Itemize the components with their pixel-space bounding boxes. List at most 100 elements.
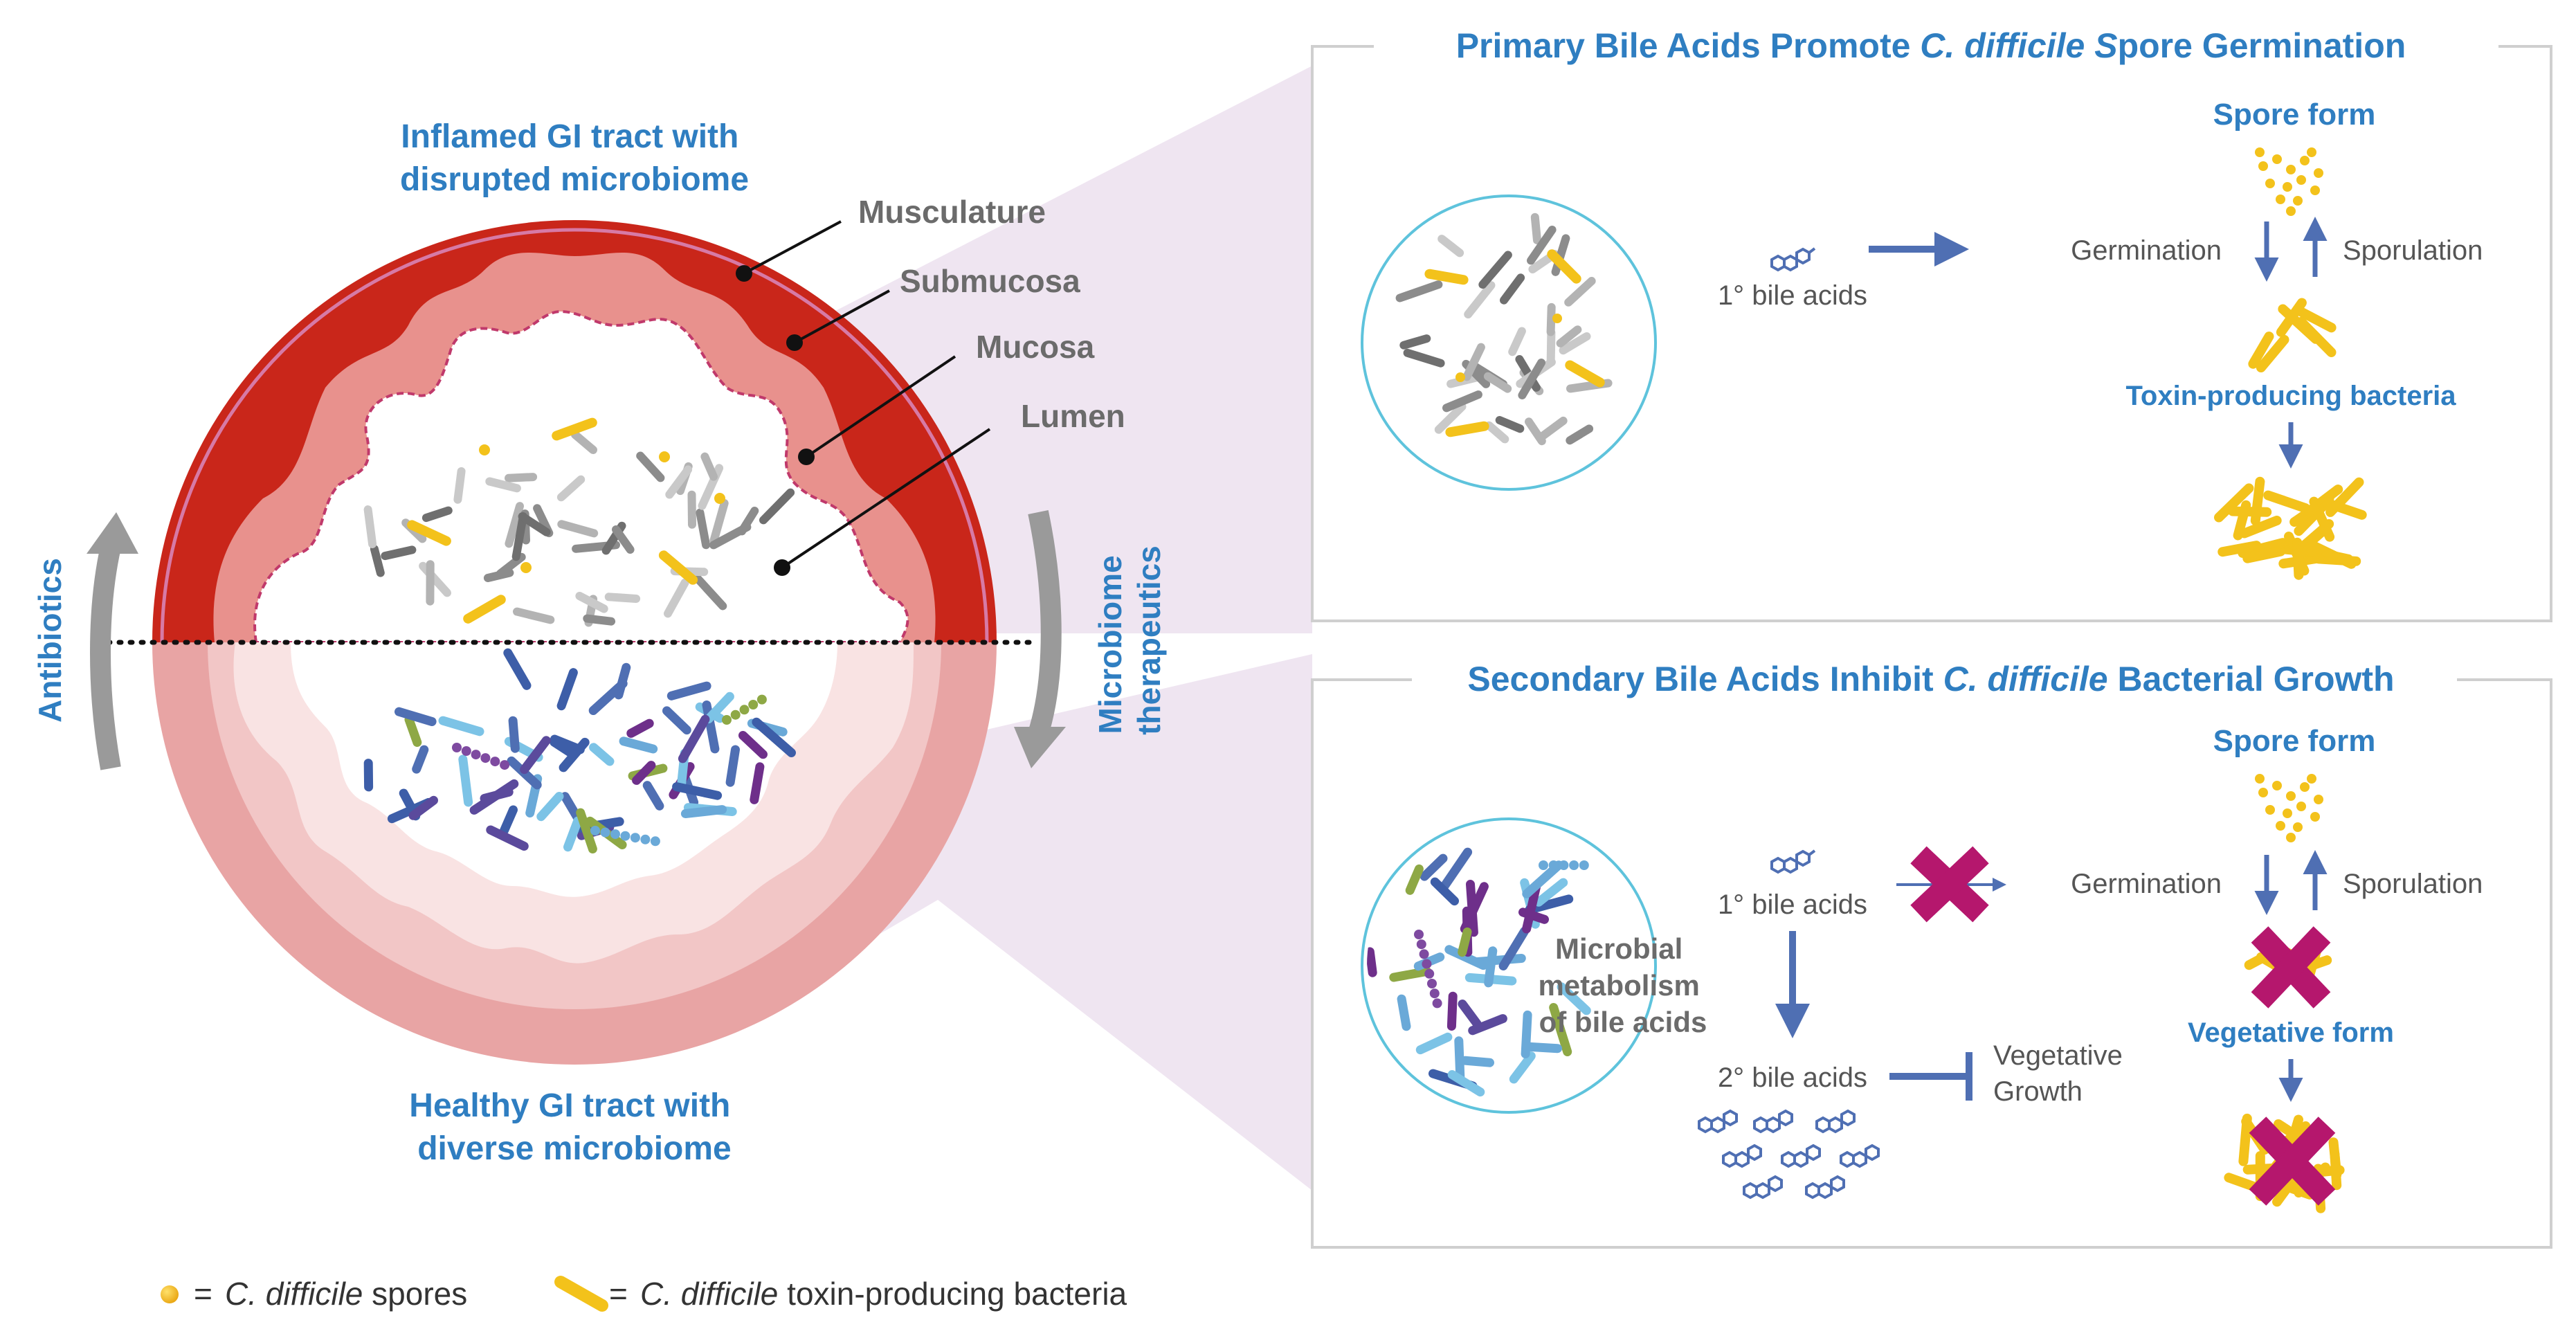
submucosa-label: Submucosa (900, 263, 1080, 299)
bacterium (700, 513, 706, 545)
spore (1427, 979, 1437, 988)
spore (659, 451, 670, 462)
mucosa-label: Mucosa (976, 329, 1095, 365)
spore (2272, 781, 2282, 790)
toxin-producing-label: Toxin-producing bacteria (2125, 381, 2456, 411)
germination-label-2: Germination (2071, 869, 2222, 899)
healthy-title: Healthy GI tract with diverse microbiome (409, 1087, 739, 1167)
bacterium (1370, 952, 1372, 973)
antibiotics-arrow (100, 547, 111, 768)
germination-label: Germination (2071, 235, 2222, 266)
bacterium (2243, 1119, 2247, 1161)
bacterium (1450, 426, 1484, 433)
bacterium (509, 477, 533, 478)
bacterium (368, 509, 373, 544)
spore (1579, 860, 1589, 870)
antibiotics-arrow-head (87, 512, 138, 554)
bacterium (2222, 545, 2256, 552)
bacterium (1551, 333, 1552, 361)
spore (2300, 782, 2310, 792)
spore (2265, 805, 2275, 815)
spore (2283, 182, 2292, 192)
spore (2310, 812, 2320, 822)
spore (1414, 930, 1424, 939)
svg-text:C. difficile toxin-producing b: C. difficile toxin-producing bacteria (640, 1276, 1127, 1312)
panel-primary-bile-acids: Primary Bile Acids Promote C. difficile … (1312, 26, 2551, 621)
bacterium (463, 759, 469, 802)
spore (2314, 795, 2323, 804)
svg-text:=: = (609, 1276, 628, 1312)
sporulation-label: Sporulation (2343, 235, 2483, 266)
spore (471, 750, 481, 759)
spore (2276, 821, 2285, 831)
spore (1552, 314, 1562, 323)
spore (610, 829, 620, 839)
spore (2272, 154, 2282, 164)
spore (2296, 802, 2306, 811)
spore (740, 705, 750, 714)
bacterium (692, 495, 693, 525)
panel-top-title: Primary Bile Acids Promote C. difficile … (1456, 26, 2406, 65)
secondary-bile-label: 2° bile acids (1718, 1063, 1867, 1093)
bacterium (1535, 217, 1537, 240)
bacterium (1527, 1047, 1558, 1049)
inflamed-title: Inflamed GI tract with disrupted microbi… (400, 118, 749, 198)
bacterium (685, 810, 722, 814)
spore (1559, 860, 1568, 870)
lumen-label: Lumen (1021, 398, 1125, 434)
bacterium (1402, 999, 1406, 1027)
spore (2307, 774, 2316, 784)
spore (2286, 165, 2296, 174)
spore (2276, 195, 2285, 204)
legend-bacteria-icon (561, 1282, 602, 1305)
bacterium (587, 619, 611, 622)
spore (2255, 774, 2265, 784)
spore (651, 836, 660, 846)
spore (2265, 179, 2275, 188)
bacterium (730, 750, 735, 782)
spore (1424, 969, 1434, 979)
spore (722, 715, 732, 725)
spore (757, 695, 767, 705)
spore (2293, 822, 2303, 832)
spore (520, 562, 532, 573)
panel-secondary-bile-acids: Secondary Bile Acids Inhibit C. difficil… (1312, 660, 2551, 1247)
spore (601, 828, 610, 838)
spore (2307, 147, 2316, 157)
spore (2258, 788, 2268, 797)
spore (1539, 860, 1548, 870)
spore (452, 743, 462, 752)
spore (1549, 860, 1559, 870)
spore (1422, 959, 1431, 969)
musculature-label: Musculature (858, 194, 1046, 230)
spore (1417, 939, 1426, 949)
spore (462, 746, 471, 756)
spore (2314, 168, 2323, 178)
spore (731, 710, 741, 720)
vegetative-form-label: Vegetative form (2188, 1018, 2394, 1048)
bacterium (1551, 307, 1552, 332)
spore (590, 826, 600, 835)
bacterium (754, 767, 760, 800)
bacterium (1489, 951, 1493, 983)
spore (631, 833, 640, 842)
spore (1419, 949, 1429, 959)
primary-bile-label: 1° bile acids (1718, 280, 1867, 311)
spore (1455, 372, 1465, 382)
spore-form-label: Spore form (2213, 98, 2376, 132)
spore (2283, 808, 2292, 818)
spore (500, 760, 509, 770)
bacterium (609, 597, 636, 599)
bacterium (1462, 932, 1467, 952)
spore (2296, 175, 2306, 185)
spore (1433, 998, 1442, 1008)
spore (1569, 860, 1579, 870)
spore (1430, 988, 1440, 998)
bacterium (385, 550, 412, 556)
panel-bottom-title: Secondary Bile Acids Inhibit C. difficil… (1467, 660, 2394, 698)
spore-form-label-2: Spore form (2213, 724, 2376, 758)
bacterium (457, 471, 461, 500)
spore (2258, 161, 2268, 171)
bacterium (1429, 274, 1463, 280)
